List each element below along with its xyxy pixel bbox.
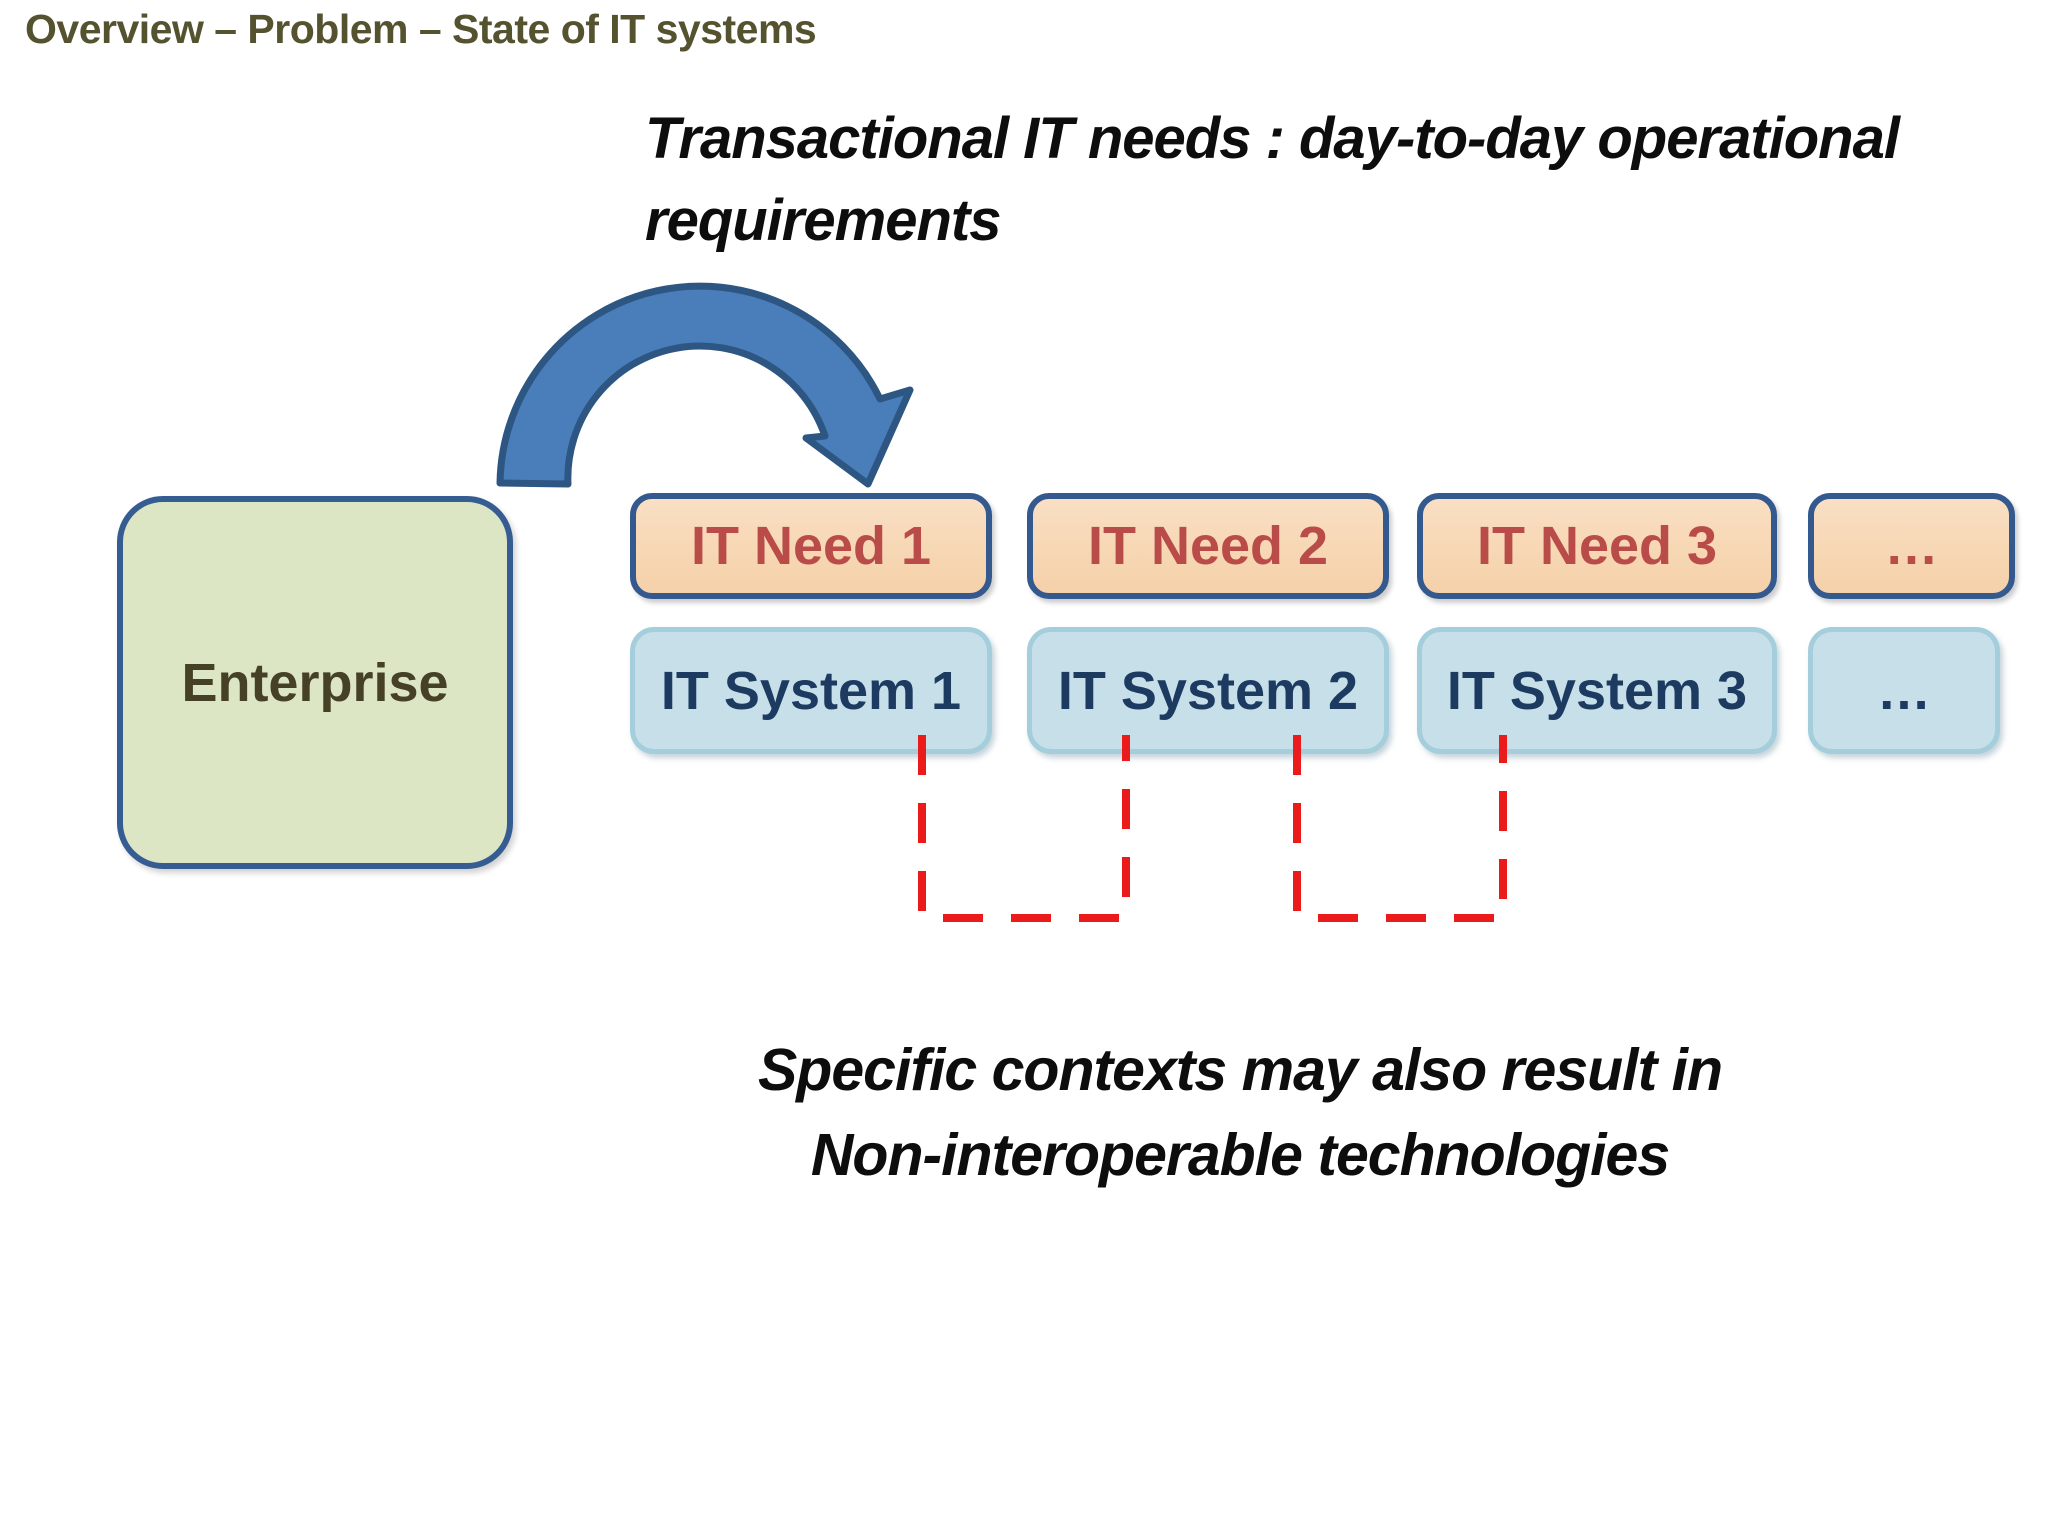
transactional-needs-heading: Transactional IT needs : day-to-day oper… <box>645 106 1900 253</box>
it-system-2-box: IT System 2 <box>1027 627 1389 754</box>
it-need-2-box: IT Need 2 <box>1027 493 1389 599</box>
it-system-3-box: IT System 3 <box>1417 627 1777 754</box>
curved-arrow-shape <box>496 282 914 488</box>
it-system-3-label: IT System 3 <box>1446 660 1748 721</box>
it-need-3-box: IT Need 3 <box>1417 493 1777 599</box>
it-need-1-label: IT Need 1 <box>690 516 932 576</box>
it-system-2-label: IT System 2 <box>1057 660 1359 721</box>
it-system-more-box: … <box>1808 627 2000 754</box>
connector-system2-system3 <box>1293 735 1507 922</box>
bottom-note-line2: Non-interoperable technologies <box>810 1122 1670 1188</box>
enterprise-label: Enterprise <box>181 652 449 713</box>
connector-system1-system2 <box>918 735 1130 922</box>
slide-title: Overview – Problem – State of IT systems <box>25 6 817 52</box>
bottom-note-line1: Specific contexts may also result in <box>757 1037 1723 1103</box>
it-system-more-label: … <box>1877 660 1931 721</box>
it-system-1-box: IT System 1 <box>630 627 992 754</box>
it-need-3-label: IT Need 3 <box>1476 516 1718 576</box>
enterprise-box: Enterprise <box>117 496 513 869</box>
it-need-1-box: IT Need 1 <box>630 493 992 599</box>
it-system-1-label: IT System 1 <box>660 660 962 721</box>
it-need-more-box: … <box>1808 493 2015 599</box>
it-need-more-label: … <box>1884 516 1939 576</box>
bottom-note: Specific contexts may also result in Non… <box>690 1028 1790 1198</box>
it-need-2-label: IT Need 2 <box>1087 516 1329 576</box>
